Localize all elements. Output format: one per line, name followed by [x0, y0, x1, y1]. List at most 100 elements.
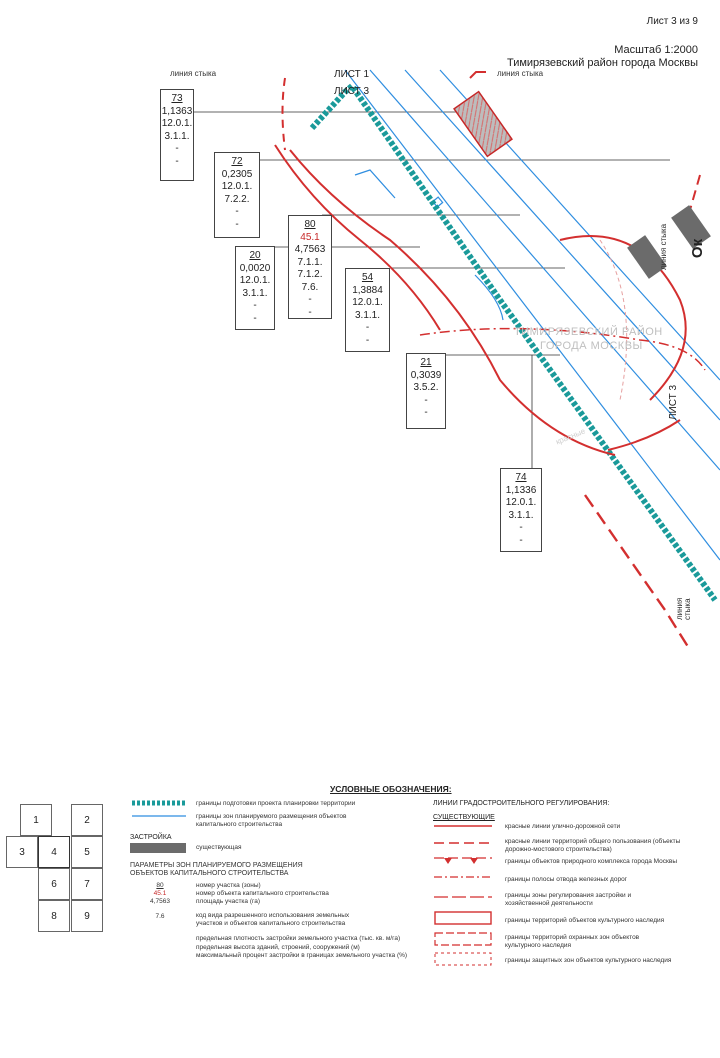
zone-number: 73	[171, 93, 183, 104]
legend-item: границы территорий объектов культурного …	[505, 917, 665, 924]
zone-code: 12.0.1.	[505, 497, 537, 508]
sample-code: 7.6	[155, 913, 165, 920]
zone-dash: -	[253, 300, 257, 311]
red-lines	[274, 71, 706, 651]
zone-area: 0,0020	[239, 262, 271, 274]
legend-item: красные линии улично-дорожной сети	[505, 823, 621, 830]
zone-area: 1,3884	[352, 284, 383, 296]
zone-code: 7.2.2.	[224, 193, 250, 205]
district-label: ГОРОДА МОСКВЫ	[540, 340, 643, 352]
zone-box-72: 72 0,2305 12.0.1. 7.2.2. - -	[214, 152, 260, 238]
zone-area: 4,7563	[294, 244, 326, 255]
legend-item: границы территорий охранных зон объектов…	[505, 934, 640, 949]
sheet-cell[interactable]: 3	[6, 836, 38, 868]
zone-code: 3.1.1.	[508, 509, 534, 521]
zone-dash: -	[308, 306, 312, 318]
zone-dash: -	[308, 294, 312, 305]
legend-symbol-planning	[132, 800, 186, 817]
zone-code: 12.0.1.	[161, 118, 193, 129]
sheet-cell[interactable]: 7	[71, 868, 103, 900]
zone-box-21: 21 0,3039 3.5.2. - -	[406, 353, 446, 429]
sheet-number: Лист 3 из 9	[646, 16, 698, 27]
planning-boundary	[309, 81, 718, 602]
zone-area: 0,3039	[410, 369, 442, 381]
zone-box-74: 74 1,1336 12.0.1. 3.1.1. - -	[500, 468, 542, 552]
zone-dash: -	[175, 155, 179, 167]
planning-map	[194, 69, 720, 651]
sample-zone-number: 80	[156, 882, 164, 889]
legend-symbol-building	[130, 843, 186, 853]
param-label: предельная плотность застройки земельног…	[196, 935, 401, 942]
street-name-cut: Ок	[689, 238, 707, 259]
zone-object: 45.1	[300, 231, 320, 243]
district-label: ТИМИРЯЗЕВСКИЙ РАЙОН	[514, 326, 663, 338]
param-label: предельная высота зданий, строений, соор…	[196, 944, 360, 951]
zone-number: 80	[304, 219, 316, 230]
zone-code: 12.0.1.	[221, 181, 253, 192]
zone-box-20: 20 0,0020 12.0.1. 3.1.1. - -	[235, 246, 275, 330]
zone-code: 7.6.	[301, 281, 319, 293]
zone-code: 12.0.1.	[239, 275, 271, 286]
zone-dash: -	[424, 394, 428, 406]
zone-number: 74	[515, 472, 527, 483]
zone-code: 3.1.1.	[354, 309, 381, 321]
zone-number: 72	[231, 156, 243, 167]
regulation-heading: ЛИНИИ ГРАДОСТРОИТЕЛЬНОГО РЕГУЛИРОВАНИЯ:	[433, 800, 610, 807]
zone-code: 7.1.2.	[297, 269, 323, 280]
zone-dash: -	[519, 534, 523, 546]
zone-dash: -	[175, 143, 179, 154]
zone-dash: -	[424, 407, 428, 418]
param-label: номер объекта капитального строительства	[196, 890, 329, 897]
zone-dash: -	[519, 522, 523, 533]
buildings	[453, 90, 711, 279]
zone-area: 1,1336	[505, 484, 537, 496]
sheet-1-label: ЛИСТ 1	[334, 69, 370, 80]
zone-number: 21	[420, 357, 432, 368]
sheet-cell-current[interactable]: 4	[38, 836, 70, 868]
legend-item: границы зон планируемого размещения объе…	[196, 813, 347, 828]
build-heading: ЗАСТРОЙКА	[130, 834, 172, 841]
district-title: Тимирязевский район города Москвы	[506, 57, 698, 69]
zone-number: 20	[249, 250, 261, 261]
legend-item: границы защитных зон объектов культурног…	[505, 957, 672, 964]
zone-code: 3.5.2.	[413, 382, 439, 393]
zone-area: 1,1363	[161, 105, 193, 117]
zone-area: 0,2305	[221, 168, 253, 180]
junction-label: линия стыка	[170, 69, 217, 78]
existing-heading: СУЩЕСТВУЮЩИЕ	[433, 814, 495, 821]
zone-code: 3.1.1.	[164, 130, 190, 142]
legend-item: границы подготовки проекта планировки те…	[196, 800, 356, 807]
building-heritage	[453, 90, 513, 158]
junction-label: линия стыка	[497, 69, 544, 78]
zone-dash: -	[365, 334, 370, 346]
legend-title: УСЛОВНЫЕ ОБОЗНАЧЕНИЯ:	[330, 784, 452, 794]
sheet-cell[interactable]: 8	[38, 900, 70, 932]
zone-code: 3.1.1.	[242, 287, 268, 299]
sheet-3-label: ЛИСТ 3	[668, 384, 679, 420]
zone-box-80: 80 45.1 4,7563 7.1.1. 7.1.2. 7.6. - -	[288, 215, 332, 319]
zone-code: 7.1.1.	[297, 256, 323, 268]
param-label: площадь участка (га)	[196, 898, 261, 905]
scale-block: Масштаб 1:2000 Тимирязевский район город…	[507, 44, 698, 70]
legend-item: красные линии территорий общего пользова…	[505, 838, 681, 853]
zone-box-73: 73 1,1363 12.0.1. 3.1.1. - -	[160, 89, 194, 181]
sheet-cell[interactable]: 5	[71, 836, 103, 868]
zone-code: 12.0.1.	[352, 297, 383, 308]
sheet-cell[interactable]: 2	[71, 804, 103, 836]
sheet-cell[interactable]: 1	[20, 804, 52, 836]
param-label: максимальный процент застройки в граница…	[196, 952, 408, 959]
legend-item: границы зоны регулирования застройки и х…	[505, 892, 632, 907]
sheet-cell[interactable]: 6	[38, 868, 70, 900]
zone-dash: -	[253, 312, 257, 324]
legend-item: границы полосы отвода железных дорог	[505, 876, 628, 883]
legend-symbols-regulation	[434, 825, 492, 966]
sheet-cell[interactable]: 9	[71, 900, 103, 932]
legend-item: существующая	[196, 844, 242, 851]
zone-dash: -	[235, 218, 239, 230]
building-existing	[671, 205, 711, 249]
zone-number: 54	[361, 272, 374, 283]
sheet-3-label: ЛИСТ 3	[334, 86, 370, 97]
param-label: код вида разрешенного использования земе…	[196, 912, 350, 927]
building-existing	[627, 235, 667, 279]
param-label: номер участка (зоны)	[196, 882, 261, 889]
